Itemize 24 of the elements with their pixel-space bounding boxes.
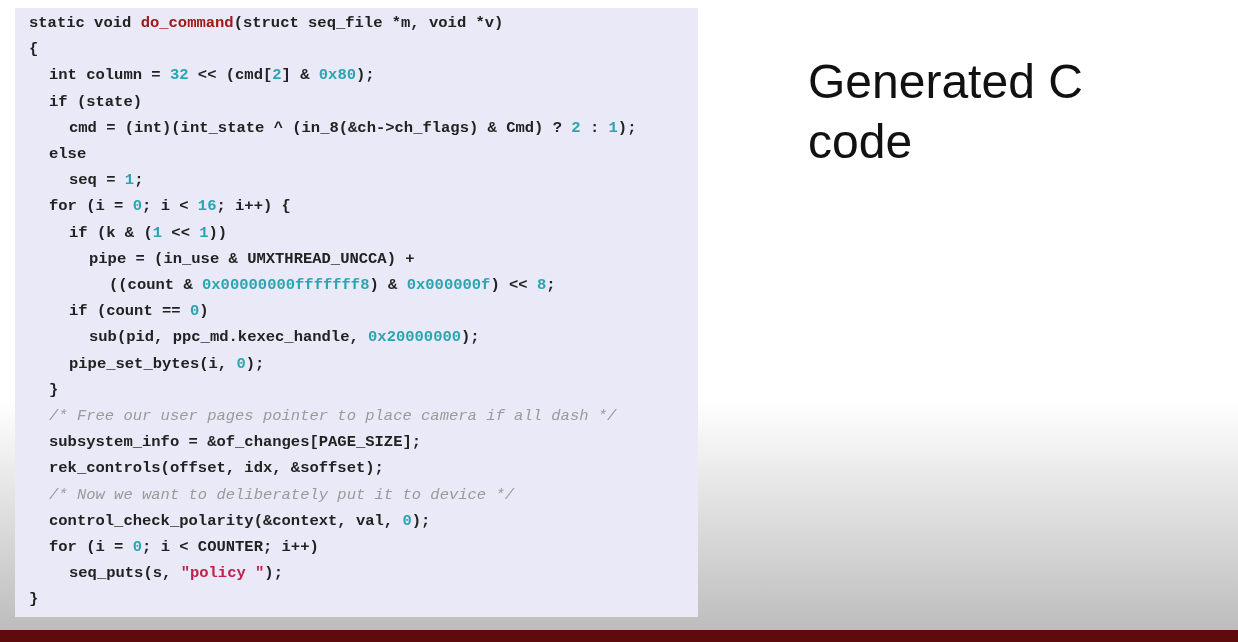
code-line: if (count == 0) xyxy=(69,301,209,322)
code-line: sub(pid, ppc_md.kexec_handle, 0x20000000); xyxy=(89,327,480,348)
slide-title: Generated C code xyxy=(808,54,1084,170)
code-line: cmd = (int)(int_state ^ (in_8(&ch->ch_flags) & Cmd) ? 2 : 1); xyxy=(69,117,637,138)
code-line: static void do_command(struct seq_file *m, void *v) xyxy=(29,13,504,33)
code-line: } xyxy=(49,379,59,400)
code-line: seq = 1; xyxy=(69,170,144,191)
code-line: control_check_polarity(&context, val, 0); xyxy=(49,510,431,531)
code-line: for (i = 0; i < 16; i++) { xyxy=(49,196,291,217)
code-line: subsystem_info = &of_changes[PAGE_SIZE]; xyxy=(49,432,422,453)
code-line: int column = 32 << (cmd[2] & 0x80); xyxy=(49,65,375,86)
code-line: pipe_set_bytes(i, 0); xyxy=(69,353,265,374)
code-line: ((count & 0x00000000fffffff8) & 0x000000f) << 8; xyxy=(109,275,556,295)
code-line: pipe = (in_use & UMXTHREAD_UNCCA) + xyxy=(89,248,415,269)
code-comment: /* Now we want to deliberately put it to device */ xyxy=(49,484,515,505)
code-comment: /* Free our user pages pointer to place camera if all dash */ xyxy=(49,406,617,426)
code-line: else xyxy=(49,144,87,164)
code-line: rek_controls(offset, idx, &soffset); xyxy=(49,458,384,479)
code-line: } xyxy=(29,589,39,610)
code-line: if (state) xyxy=(49,91,142,112)
code-line: if (k & (1 << 1)) xyxy=(69,222,228,243)
code-line: seq_puts(s, "policy "); xyxy=(69,563,283,584)
code-line: for (i = 0; i < COUNTER; i++) xyxy=(49,537,319,557)
code-line: { xyxy=(29,39,39,60)
